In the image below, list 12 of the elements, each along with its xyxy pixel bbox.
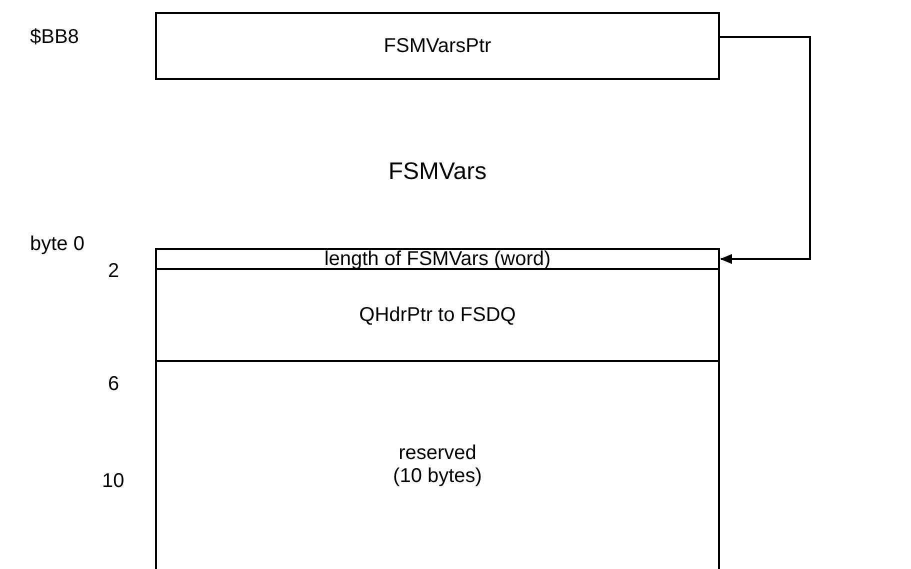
struct-heading: FSMVars	[387, 158, 488, 186]
byte-offset: 2	[108, 260, 120, 283]
field-label: FSMVarsPtr	[384, 34, 492, 58]
memory-field: reserved (10 bytes)	[155, 360, 720, 569]
byte-offset: 10	[102, 470, 124, 493]
address-label: $BB8	[30, 26, 79, 49]
byte-offset: 6	[108, 373, 120, 396]
memory-field: QHdrPtr to FSDQ	[155, 268, 720, 362]
byte-offset: byte 0	[30, 233, 84, 256]
pointer-arrow	[720, 36, 811, 264]
pointer-box	[155, 12, 720, 80]
memory-field: length of FSMVars (word)	[155, 248, 720, 270]
